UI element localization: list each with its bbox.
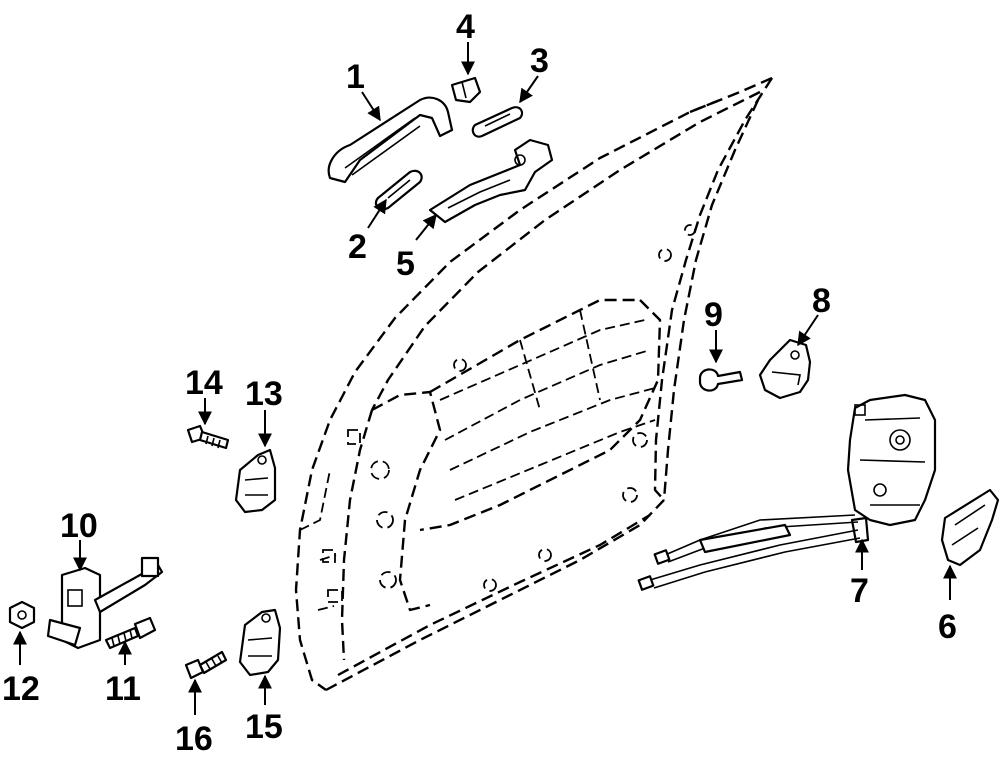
callout-1: 1: [346, 58, 365, 96]
part-striker: [758, 338, 812, 400]
part-door-latch: [846, 393, 937, 544]
callout-9: 9: [704, 296, 723, 334]
callout-3: 3: [530, 42, 549, 80]
callout-2: 2: [348, 228, 367, 266]
part-bolt-14: [186, 424, 230, 450]
part-inside-handle: [940, 488, 1000, 567]
part-clip: [450, 76, 482, 104]
callout-14: 14: [185, 364, 223, 402]
callout-10: 10: [60, 507, 98, 545]
callout-8: 8: [812, 282, 831, 320]
part-screw-9: [698, 368, 744, 392]
part-lower-hinge: [238, 608, 282, 677]
part-latch-cables: [637, 514, 861, 591]
part-bolt-11: [104, 616, 157, 650]
callout-labels: 1 2 3 4 5 6 7 8 9 10 11 12 13 14 15 16: [2, 8, 957, 758]
part-bolt-16: [184, 650, 228, 680]
callout-4: 4: [456, 8, 475, 46]
callout-7: 7: [850, 572, 869, 610]
callout-13: 13: [245, 375, 283, 413]
callout-16: 16: [175, 720, 213, 758]
part-outside-handle: [327, 96, 454, 184]
part-handle-gasket: [471, 106, 524, 138]
callout-11: 11: [105, 670, 141, 708]
leader-lines: [13, 42, 957, 715]
callout-12: 12: [2, 670, 40, 708]
callout-5: 5: [396, 245, 415, 283]
callout-15: 15: [245, 708, 283, 746]
part-upper-hinge: [234, 448, 277, 514]
part-door-check: [46, 556, 164, 650]
part-handle-frame: [428, 138, 554, 224]
door-shell: [294, 76, 774, 692]
part-nut-12: [8, 600, 36, 630]
callout-6: 6: [938, 608, 957, 646]
